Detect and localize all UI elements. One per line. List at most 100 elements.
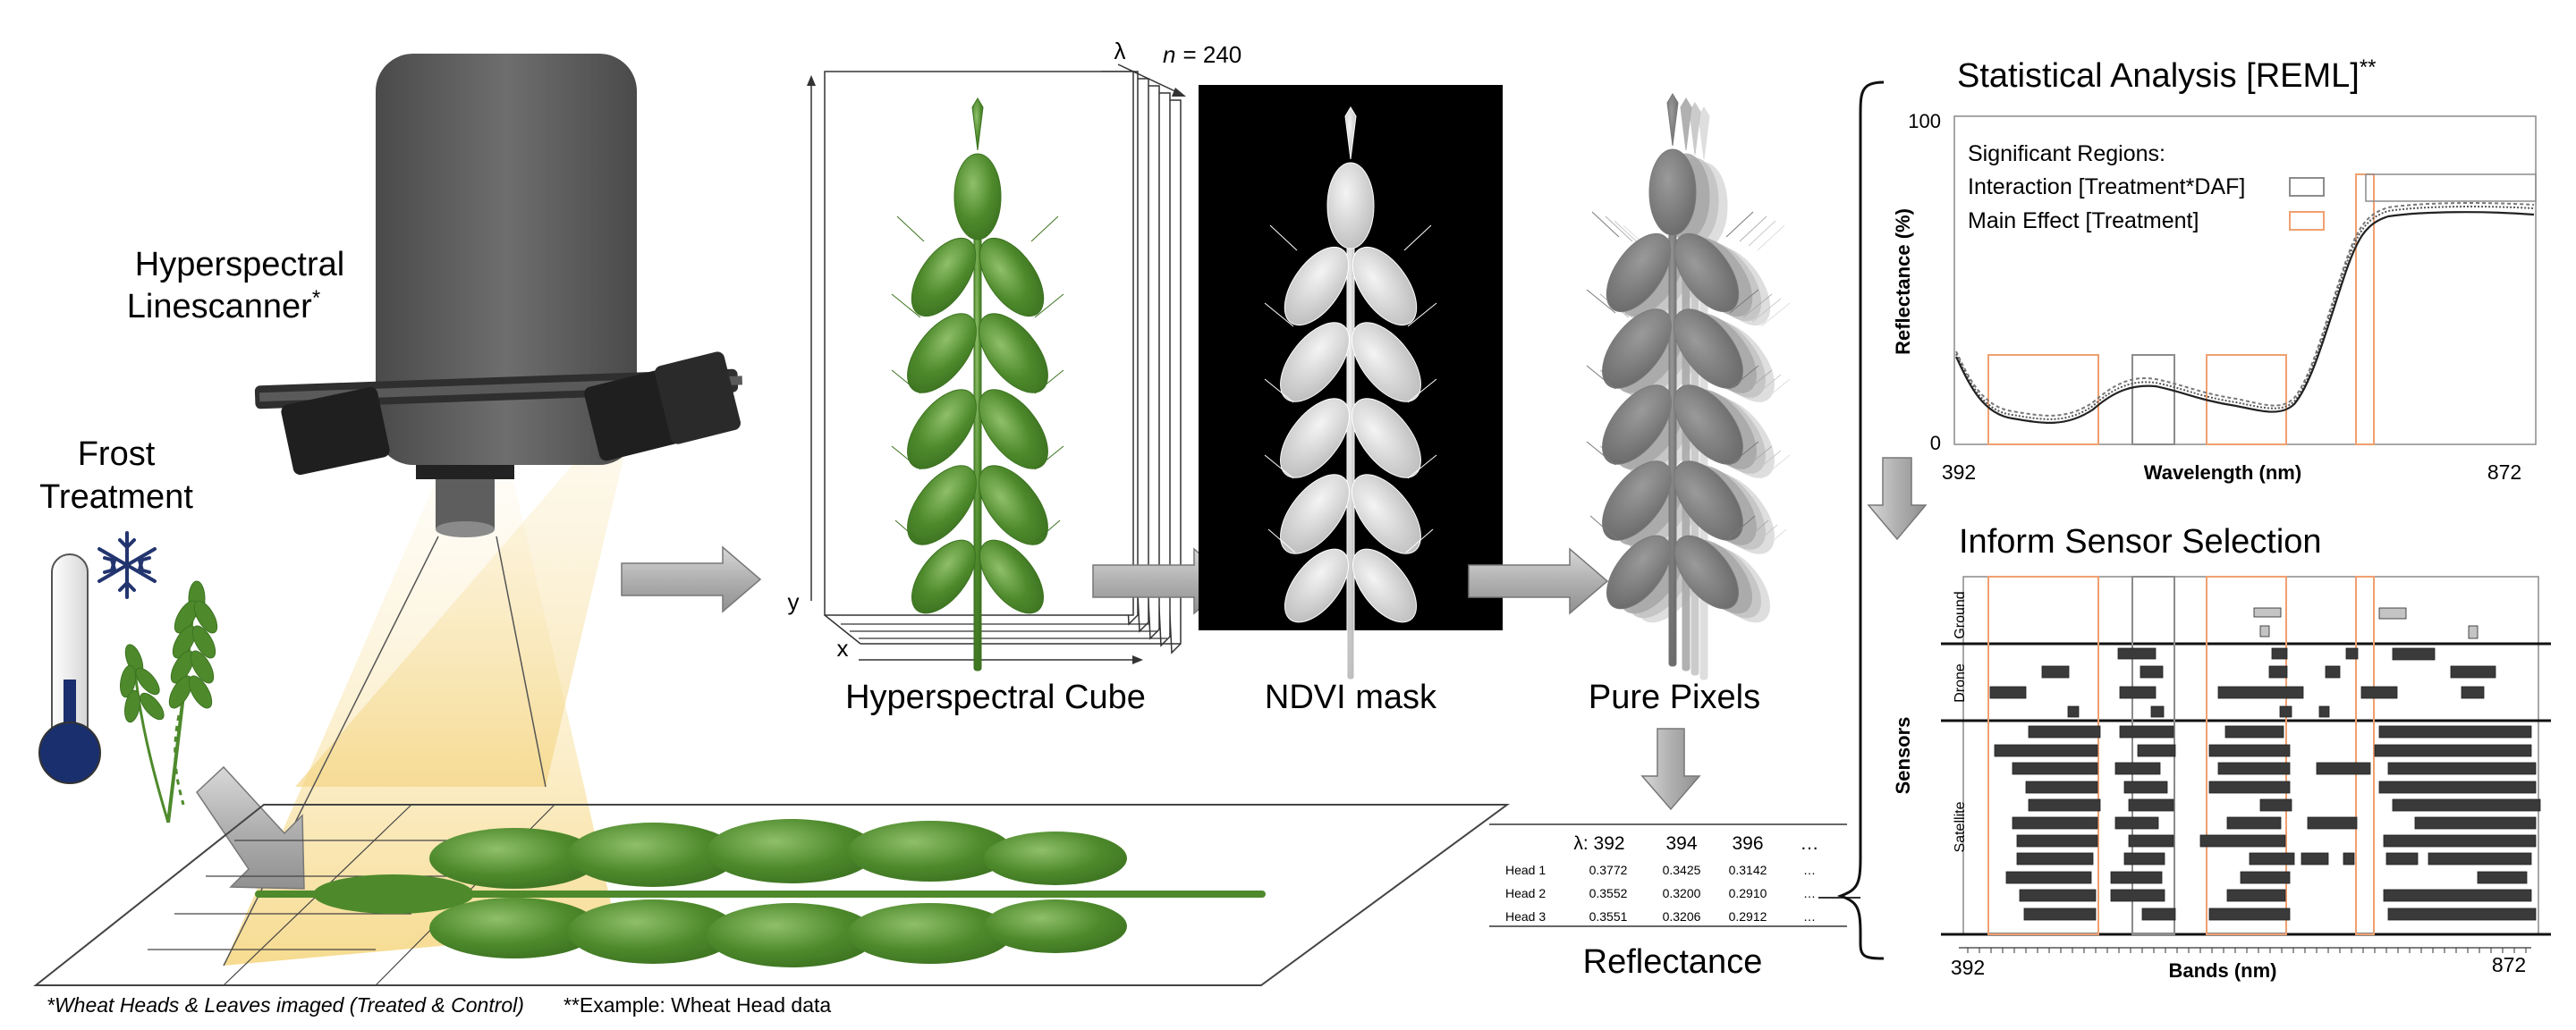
sensor-band-bar (2279, 705, 2292, 718)
arrow-to-table (1640, 728, 1701, 811)
pure-label: Pure Pixels (1589, 679, 1760, 716)
sensor-band-bar (2119, 725, 2174, 739)
band-ticks (1967, 948, 2527, 953)
legend-title: Significant Regions: (1968, 141, 2165, 166)
table-row-name: Head 3 (1505, 909, 1546, 924)
sensor-band-bar (2123, 781, 2168, 794)
sensor-band-bar (2318, 705, 2330, 718)
table-cell: … (1803, 886, 1816, 900)
sensor-band-bar (2450, 665, 2496, 679)
sensor-band-bar (2119, 686, 2157, 699)
pure-pixels-panel (1586, 93, 1791, 680)
stats-xlabel: Wavelength (nm) (2144, 461, 2301, 484)
sensor-band-bar (2114, 816, 2159, 830)
sensor-band-bar (2140, 665, 2164, 679)
table-cell: 0.3200 (1663, 886, 1701, 900)
stats-xtick-left: 392 (1942, 460, 1976, 484)
sensor-band-bar (2387, 908, 2537, 921)
sensor-band-bar (2428, 852, 2532, 865)
ndvi-label: NDVI mask (1265, 679, 1437, 716)
sensor-band-bar (1989, 686, 2027, 699)
ndvi-mask-panel (1199, 85, 1503, 680)
sensor-band-bar (2023, 908, 2097, 921)
sensor-band-bar (2012, 762, 2098, 775)
bracket (1836, 80, 1885, 960)
sensor-band-bar (2477, 871, 2528, 884)
sensor-band-bar (2110, 871, 2163, 884)
wheat-head-on-plane (255, 819, 1266, 967)
sensor-band-bar (2110, 889, 2165, 902)
spectrum-curve-2 (1955, 206, 2535, 420)
sensor-band-bar (2128, 834, 2174, 848)
table-cell: 0.3552 (1589, 886, 1628, 900)
legend-interaction-label: Interaction [Treatment*DAF] (1968, 174, 2245, 199)
sensor-band-bar (2343, 852, 2355, 865)
table-row-name: Head 2 (1505, 886, 1546, 900)
hyperspectral-cube: y x λ n= 240 (788, 38, 1241, 671)
sensor-band-bar (2217, 686, 2304, 699)
sensor-band-bar (2345, 647, 2359, 660)
spectrum-curve-3 (1955, 211, 2535, 424)
sensor-band-bar (2468, 625, 2479, 639)
reflectance-label: Reflectance (1583, 943, 1763, 981)
sensor-ylabel: Sensors (1892, 717, 1914, 795)
sensor-band-bar (2249, 852, 2295, 865)
sensor-band-bar (2226, 816, 2282, 830)
legend-main-swatch (2289, 211, 2325, 231)
arrow-to-plane (196, 765, 305, 890)
sensor-band-bar (2199, 834, 2286, 848)
legend-main-label: Main Effect [Treatment] (1968, 208, 2199, 233)
sensor-band-bar (2414, 816, 2537, 830)
region-main-effect (2355, 173, 2375, 445)
sensor-band-bar (2016, 834, 2098, 848)
sensor-band-bar (2392, 647, 2436, 661)
sensor-band-bar (2461, 686, 2485, 699)
thermometer-icon (38, 553, 101, 784)
sensor-band-bar (2240, 871, 2291, 884)
sensor-band-bar (2378, 607, 2407, 620)
scanner-scene: Hyperspectral Linescanner* Frost Treatme… (33, 54, 1511, 986)
table-header-3: … (1801, 833, 1819, 854)
sensor-bands (1989, 607, 2541, 921)
region-main-effect (1987, 576, 2099, 935)
scanner-label-line2: Linescanner* (127, 286, 320, 325)
sensor-band-bar (2316, 762, 2371, 775)
sensor-band-bar (1994, 744, 2098, 757)
table-cell: 0.3772 (1589, 863, 1628, 877)
hyperspectral-scanner-icon (254, 54, 743, 537)
sensor-band-bar (2041, 665, 2070, 679)
sensor-band-bar (2208, 781, 2291, 794)
table-cell: 0.3425 (1663, 863, 1701, 877)
arrow-to-sensor (1867, 457, 1928, 541)
sensor-band-bar (2067, 705, 2080, 718)
sensor-band-bar (2259, 625, 2270, 637)
sensor-band-bar (2378, 781, 2537, 794)
table-header-0: λ: 392 (1573, 833, 1624, 854)
stats-ytick-top: 100 (1908, 110, 1941, 132)
sensor-band-bar (2016, 852, 2094, 865)
sensor-title: Inform Sensor Selection (1959, 523, 2322, 561)
footnote-2: **Example: Wheat Head data (564, 993, 831, 1017)
region-main-effect (2355, 576, 2375, 935)
stats-ytick-bottom: 0 (1930, 432, 1941, 454)
table-cell: … (1803, 863, 1816, 877)
group-drone-label: Drone (1953, 663, 1968, 703)
sensor-band-bar (2307, 816, 2358, 830)
sensor-band-bar (2141, 908, 2176, 921)
sensor-band-bar (2028, 725, 2101, 739)
region-interaction (2365, 173, 2537, 202)
sensor-band-bar (2387, 762, 2537, 775)
light-beam-right (295, 447, 626, 787)
table-cell: 0.3551 (1589, 909, 1628, 924)
stats-title: Statistical Analysis [REML]** (1957, 55, 2377, 95)
sensor-band-bar (2025, 781, 2098, 794)
stats-ylabel: Reflectance (%) (1892, 208, 1914, 355)
sensor-band-bar (2383, 834, 2537, 848)
cube-band-count: n= 240 (1163, 41, 1241, 68)
sensor-band-bar (2383, 889, 2532, 902)
sensor-band-bar (2378, 725, 2532, 739)
table-cell: … (1803, 909, 1816, 924)
sensor-band-bar (2259, 798, 2292, 812)
region-interaction (2131, 354, 2175, 445)
legend-interaction-swatch (2289, 177, 2325, 197)
